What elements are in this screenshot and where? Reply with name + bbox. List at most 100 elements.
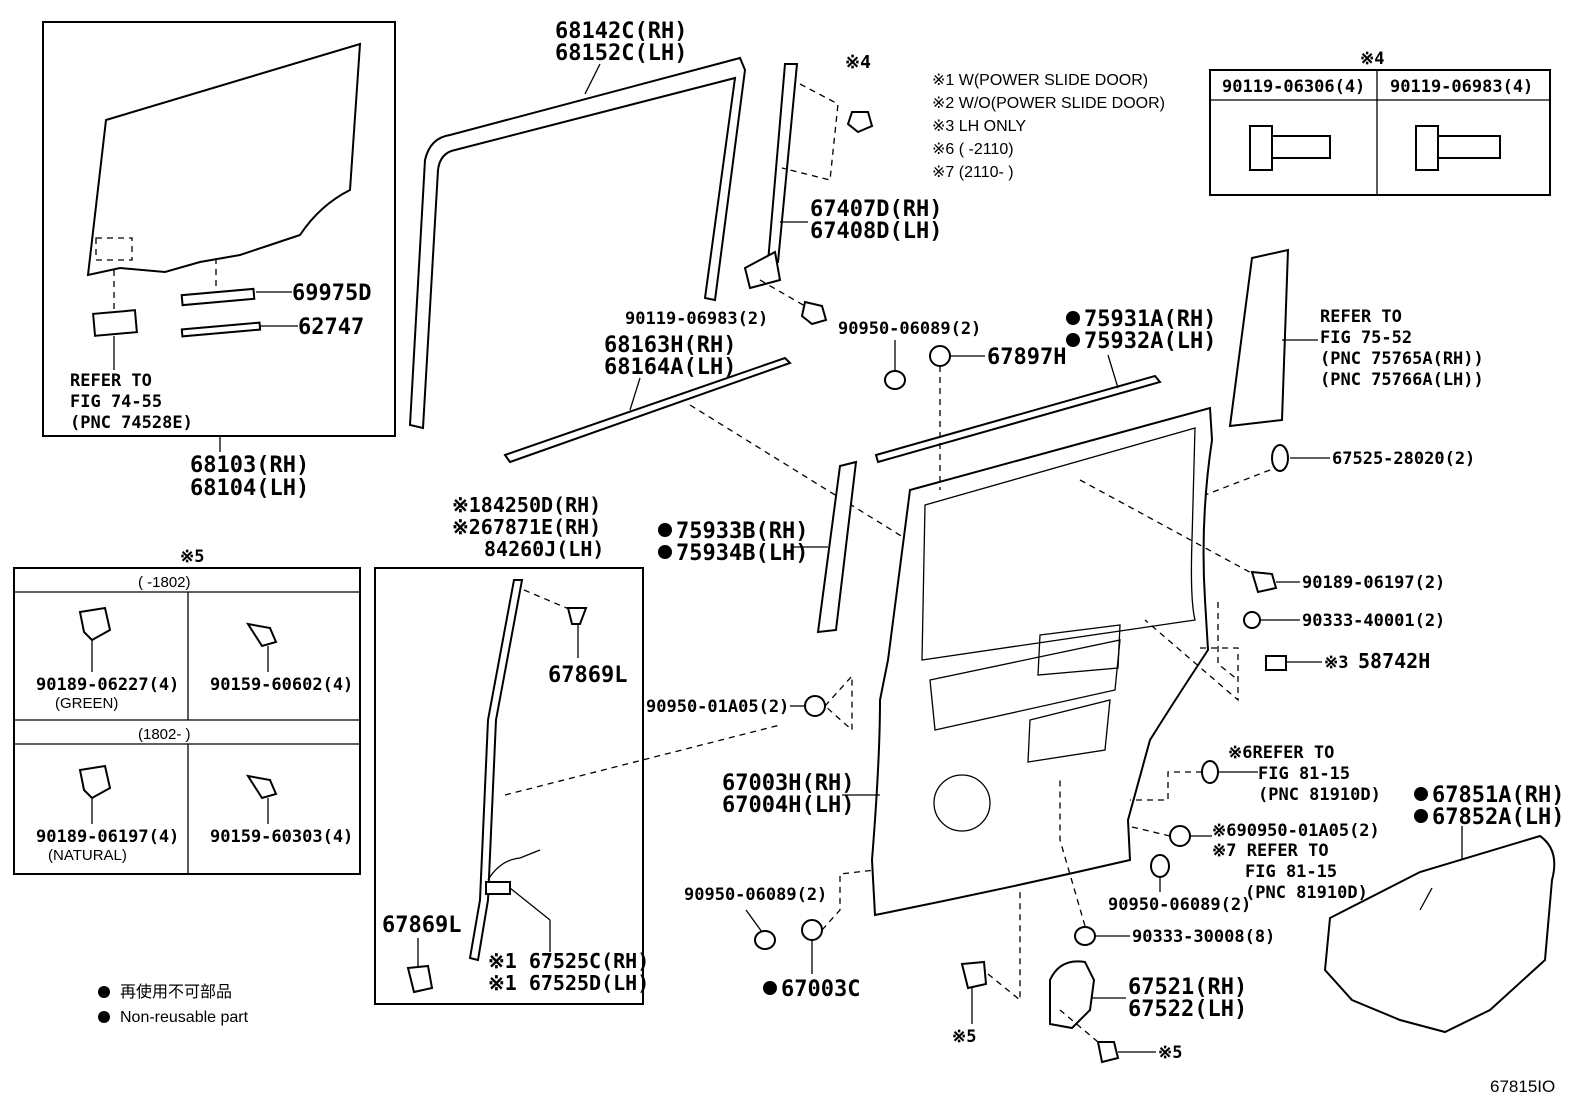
garnish-shape — [816, 460, 858, 634]
filled-circle-icon — [98, 1011, 110, 1023]
ref-r3: (PNC 75765A(RH)) — [1320, 349, 1484, 369]
plug-90950-01a05-right-icon — [1169, 825, 1191, 847]
screw-60303-icon — [245, 774, 278, 800]
filled-circle-icon — [1414, 809, 1428, 823]
right-callouts: 67525-28020(2) 90189-06197(2) 90333-4000… — [1059, 444, 1475, 947]
glass-inset-frame — [42, 21, 396, 437]
cover-sheet-shape — [1323, 834, 1556, 1034]
label-84260j-lh: 84260J(LH) — [484, 537, 604, 561]
bolt-mark4-icon — [846, 111, 874, 134]
door-window-opening — [921, 427, 1196, 661]
seal-67003c-icon — [801, 919, 823, 941]
clip-c11: 90189-06227(4) — [36, 675, 179, 695]
glass-ref-line1: REFER TO — [70, 371, 152, 391]
clip-c21-note: (NATURAL) — [48, 847, 127, 864]
rear-garnish-shape — [1228, 248, 1290, 428]
garnish-group: 75933B(RH) 75934B(LH) — [658, 460, 858, 634]
part-62747-strip — [180, 321, 262, 338]
division-bar-group: ※4 67407D(RH) 67408D(LH) 90119-06983(2) — [625, 52, 942, 329]
door-panel-recess-upper — [929, 639, 1121, 731]
label-90950-01a05-left: 90950-01A05(2) — [646, 697, 789, 717]
ref7b: FIG 81-15 — [1245, 862, 1337, 882]
label-67407d-rh: 67407D(RH) — [810, 197, 942, 222]
clip-natural-icon — [78, 764, 112, 800]
label-75934b-lh: 75934B(LH) — [676, 541, 808, 566]
note-4: ※6 ( -2110) — [932, 141, 1014, 158]
glass-ref-line3: (PNC 74528E) — [70, 413, 193, 433]
label-67003h-rh: 67003H(RH) — [722, 771, 854, 796]
door-panel-window-slot — [1037, 624, 1121, 676]
right-garnish-ref: REFER TO FIG 75-52 (PNC 75765A(RH)) (PNC… — [1228, 248, 1484, 428]
label-90333-40001: 90333-40001(2) — [1302, 611, 1445, 631]
label-mark5a: ※5 — [952, 1027, 976, 1047]
ref-r4: (PNC 75766A(LH)) — [1320, 370, 1484, 390]
bolt-90119-icon — [800, 300, 828, 326]
legend-en: Non-reusable part — [120, 1009, 249, 1026]
label-67871e-rh: ※267871E(RH) — [452, 515, 601, 539]
label-68163h-rh: 68163H(RH) — [604, 333, 736, 358]
door-panel-group: 67003H(RH) 67004H(LH) — [722, 406, 1214, 917]
filled-circle-icon — [1066, 311, 1080, 325]
sensor-wire — [487, 849, 541, 881]
label-90950-06089-top: 90950-06089(2) — [838, 319, 981, 339]
ref-r1: REFER TO — [1320, 307, 1402, 327]
label-90950-01a05-right: ※690950-01A05(2) — [1212, 821, 1380, 841]
division-bar-shape — [766, 63, 799, 263]
plug-90333-30008-icon — [1074, 926, 1096, 946]
glass-label-plate — [92, 309, 138, 337]
part-67897h-icon — [929, 345, 951, 367]
clip-c21: 90189-06197(4) — [36, 827, 179, 847]
filled-circle-icon — [1414, 787, 1428, 801]
bolt-90119-06306-icon — [1249, 125, 1331, 171]
label-90189-06197: 90189-06197(2) — [1302, 573, 1445, 593]
plug-90950-01a05-left-icon — [804, 695, 826, 717]
legend: 再使用不可部品 Non-reusable part — [98, 983, 249, 1026]
clip-mark5a-icon — [960, 960, 988, 990]
label-90119-06983-2: 90119-06983(2) — [625, 309, 768, 329]
note-5: ※7 (2110- ) — [932, 164, 1014, 181]
bolt-table: ※4 90119-06306(4) 90119-06983(4) — [1209, 49, 1551, 196]
filled-circle-icon — [658, 545, 672, 559]
legend-jp: 再使用不可部品 — [120, 983, 232, 1001]
glass-inset: 69975D 62747 REFER TO FIG 74-55 (PNC 745… — [42, 21, 396, 501]
ref7a: ※7 REFER TO — [1212, 841, 1329, 861]
label-mark4: ※4 — [845, 52, 871, 73]
label-67851a-rh: 67851A(RH) — [1432, 783, 1564, 808]
label-67869l-bottom: 67869L — [382, 913, 461, 938]
ref6b: FIG 81-15 — [1258, 764, 1350, 784]
filled-circle-icon — [1066, 333, 1080, 347]
label-67525d-lh: ※1 67525D(LH) — [488, 971, 649, 995]
run-channel-shape — [408, 56, 747, 430]
bolt-90119-06983-icon — [1415, 125, 1501, 171]
label-67897h: 67897H — [987, 345, 1066, 370]
note-3: ※3 LH ONLY — [932, 118, 1026, 135]
plug-90950-bl-icon — [754, 930, 776, 950]
ref6a: ※6REFER TO — [1228, 743, 1334, 763]
sensor-box: ※184250D(RH) ※267871E(RH) 84260J(LH) 678… — [374, 493, 781, 1005]
clip-67869l-bottom-icon — [406, 964, 434, 994]
label-67525-28020: 67525-28020(2) — [1332, 449, 1475, 469]
bottom-cover-group: ※5 67521(RH) 67522(LH) ※5 — [952, 888, 1247, 1064]
cover-67521-shape — [1049, 960, 1096, 1030]
label-68164a-lh: 68164A(LH) — [604, 355, 736, 380]
left-lower-callouts: 90950-01A05(2) 90950-06089(2) 67003C — [646, 674, 876, 1002]
label-84250d-rh: ※184250D(RH) — [452, 493, 601, 517]
screw-60602-icon — [245, 622, 278, 648]
plug-67525-icon — [1271, 444, 1289, 472]
plug-90950-top-icon — [884, 370, 906, 390]
division-bar-bracket — [743, 250, 782, 290]
clip-c22: 90159-60303(4) — [210, 827, 353, 847]
clip-row2-range: (1802- ) — [138, 726, 191, 743]
bolt-table-col2: 90119-06983(4) — [1390, 77, 1533, 97]
filled-circle-icon — [98, 986, 110, 998]
ref6c: (PNC 81910D) — [1258, 785, 1381, 805]
note-2: ※2 W/O(POWER SLIDE DOOR) — [932, 95, 1165, 112]
clip-c12: 90159-60602(4) — [210, 675, 353, 695]
moulding-shape — [874, 374, 1162, 464]
clip-table-frame — [13, 567, 361, 875]
label-67525c-rh: ※1 67525C(RH) — [488, 949, 649, 973]
wire-connector-icon — [485, 881, 511, 895]
label-mark5b: ※5 — [1158, 1043, 1182, 1063]
sensor-box-frame — [374, 567, 644, 1005]
